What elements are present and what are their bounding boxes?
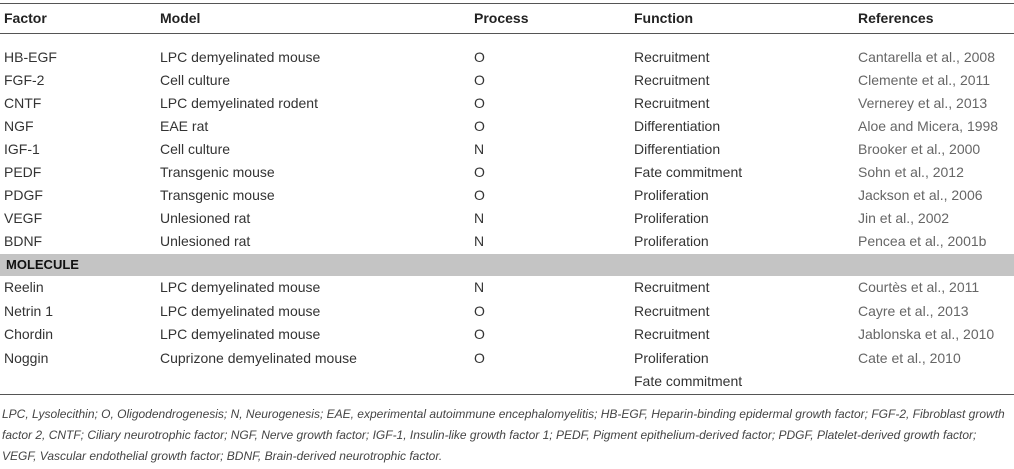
cell-model: LPC demyelinated rodent bbox=[160, 95, 318, 111]
cell-reference: Cantarella et al., 2008 bbox=[858, 49, 995, 65]
table-row: FGF-2 Cell culture O Recruitment Clemente et… bbox=[0, 69, 1014, 92]
bottom-rule bbox=[0, 394, 1014, 395]
cell-reference: Vernerey et al., 2013 bbox=[858, 95, 988, 111]
cell-reference: Sohn et al., 2012 bbox=[858, 164, 964, 180]
header-model: Model bbox=[160, 10, 201, 26]
cell-model: EAE rat bbox=[160, 118, 209, 134]
cell-reference: Pencea et al., 2001b bbox=[858, 233, 987, 249]
cell-factor: IGF-1 bbox=[4, 141, 40, 157]
cell-reference: Aloe and Micera, 1998 bbox=[858, 118, 999, 134]
cell-reference: Courtès et al., 2011 bbox=[858, 279, 980, 295]
table-row: Chordin LPC demyelinated mouse O Recruitmen… bbox=[0, 323, 1014, 346]
cell-function: Differentiation bbox=[634, 141, 721, 157]
table-row: PEDF Transgenic mouse O Fate commitment Sohn… bbox=[0, 161, 1014, 184]
cell-factor: FGF-2 bbox=[4, 72, 45, 88]
table-row: CNTF LPC demyelinated rodent O Recruitment V… bbox=[0, 92, 1014, 115]
cell-process: O bbox=[474, 349, 485, 366]
section-label: MOLECULE bbox=[6, 257, 79, 272]
table-row: BDNF Unlesioned rat N Proliferation Pencea e… bbox=[0, 230, 1014, 253]
cell-function: Proliferation bbox=[634, 210, 709, 226]
cell-model: LPC demyelinated mouse bbox=[160, 279, 321, 295]
cell-factor: VEGF bbox=[4, 210, 43, 226]
cell-factor: Reelin bbox=[4, 279, 44, 295]
cell-function: Differentiation bbox=[634, 118, 721, 134]
cell-factor: Noggin bbox=[4, 349, 49, 366]
cell-process: O bbox=[474, 187, 485, 203]
cell-factor: Netrin 1 bbox=[4, 302, 54, 319]
cell-process: O bbox=[474, 72, 485, 88]
table-row: Reelin LPC demyelinated mouse N Recruitment… bbox=[0, 276, 1014, 299]
table-row: Fate commitment bbox=[0, 370, 1014, 393]
cell-process: O bbox=[474, 302, 485, 319]
cell-function: Proliferation bbox=[634, 187, 709, 203]
cell-function: Proliferation bbox=[634, 349, 709, 366]
header-row: Factor Model Process Function References bbox=[0, 7, 1014, 30]
cell-model: Cell culture bbox=[160, 141, 231, 157]
header-factor: Factor bbox=[4, 10, 47, 26]
cell-process: O bbox=[474, 326, 485, 342]
cell-reference: Jablonska et al., 2010 bbox=[858, 326, 995, 342]
cell-factor: NGF bbox=[4, 118, 34, 134]
cell-function: Recruitment bbox=[634, 326, 710, 342]
top-rule bbox=[0, 3, 1014, 4]
cell-model: Unlesioned rat bbox=[160, 210, 251, 226]
cell-model: LPC demyelinated mouse bbox=[160, 326, 321, 342]
cell-function: Recruitment bbox=[634, 72, 710, 88]
cell-function: Proliferation bbox=[634, 233, 709, 249]
cell-factor: PDGF bbox=[4, 187, 43, 203]
header-references: References bbox=[858, 10, 934, 26]
section-band: MOLECULE bbox=[0, 254, 1014, 276]
cell-reference: Clemente et al., 2011 bbox=[858, 72, 991, 88]
cell-model: Cuprizone demyelinated mouse bbox=[160, 349, 357, 366]
cell-reference: Brooker et al., 2000 bbox=[858, 141, 981, 157]
cell-factor: HB-EGF bbox=[4, 49, 57, 65]
cell-model: Cell culture bbox=[160, 72, 231, 88]
header-rule bbox=[0, 33, 1014, 34]
table-footnote: LPC, Lysolecithin; O, Oligodendrogenesis… bbox=[2, 407, 1005, 463]
cell-function: Recruitment bbox=[634, 95, 710, 111]
cell-function: Recruitment bbox=[634, 279, 710, 295]
cell-model: LPC demyelinated mouse bbox=[160, 302, 321, 319]
cell-model: Transgenic mouse bbox=[160, 187, 275, 203]
cell-process: N bbox=[474, 141, 485, 157]
table-row: PDGF Transgenic mouse O Proliferation Jackso… bbox=[0, 184, 1014, 207]
cell-factor: Chordin bbox=[4, 326, 54, 342]
table-row: NGF EAE rat O Differentiation Aloe and Micer… bbox=[0, 115, 1014, 138]
cell-process: O bbox=[474, 164, 485, 180]
cell-function: Recruitment bbox=[634, 49, 710, 65]
cell-model: Unlesioned rat bbox=[160, 233, 251, 249]
cell-process: N bbox=[474, 233, 485, 249]
cell-factor: PEDF bbox=[4, 164, 42, 180]
cell-function: Recruitment bbox=[634, 302, 710, 319]
cell-reference: Cayre et al., 2013 bbox=[858, 302, 969, 319]
table-row: HB-EGF LPC demyelinated mouse O Recruitment… bbox=[0, 46, 1014, 69]
cell-process: N bbox=[474, 210, 485, 226]
cell-reference: Cate et al., 2010 bbox=[858, 349, 961, 366]
cell-model: Transgenic mouse bbox=[160, 164, 275, 180]
cell-process: O bbox=[474, 95, 485, 111]
cell-model: LPC demyelinated mouse bbox=[160, 49, 321, 65]
cell-reference: Jin et al., 2002 bbox=[858, 210, 950, 226]
header-function: Function bbox=[634, 10, 694, 26]
table-row: Noggin Cuprizone demyelinated mouse O Proli… bbox=[0, 347, 1014, 370]
cell-factor: CNTF bbox=[4, 95, 42, 111]
header-process: Process bbox=[474, 10, 529, 26]
cell-function: Fate commitment bbox=[634, 373, 743, 389]
table-row: Netrin 1 LPC demyelinated mouse O Recruitme… bbox=[0, 300, 1014, 323]
cell-function: Fate commitment bbox=[634, 164, 743, 180]
cell-process: O bbox=[474, 118, 485, 134]
cell-reference: Jackson et al., 2006 bbox=[858, 187, 983, 203]
table-row: IGF-1 Cell culture N Differentiation Brooker… bbox=[0, 138, 1014, 161]
table-row: VEGF Unlesioned rat N Proliferation Jin et a… bbox=[0, 207, 1014, 230]
cell-process: O bbox=[474, 49, 485, 65]
cell-factor: BDNF bbox=[4, 233, 43, 249]
cell-process: N bbox=[474, 279, 485, 295]
